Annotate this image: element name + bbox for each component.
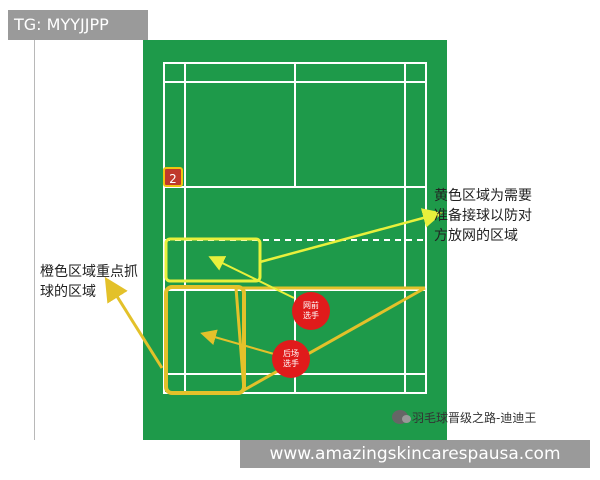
front-player-marker: 网前 选手 [292, 292, 330, 330]
watermark-text: 羽毛球晋级之路-迪迪王 [412, 410, 537, 425]
watermark: 羽毛球晋级之路-迪迪王 [392, 408, 536, 426]
orange-zone-annotation: 橙色区域重点抓 球的区域 [40, 264, 138, 300]
orange-zone [164, 285, 246, 395]
yellow-zone [164, 237, 262, 283]
divider [34, 40, 35, 440]
orange-arrow-back-player [200, 329, 275, 355]
yellow-zone-annotation: 黄色区域为需要 准备接球以防对 方放网的区域 [434, 188, 532, 244]
yellow-arrow-front-player [208, 256, 295, 299]
yellow-arrow-right [259, 208, 443, 264]
shuttle-trajectory [234, 286, 426, 393]
orange-arrow-left [104, 276, 164, 369]
wechat-icon [392, 410, 411, 424]
zone-number-badge: 2 [163, 167, 183, 187]
back-player-marker: 后场 选手 [272, 340, 310, 378]
tg-tag: TG: MYYJJPP [8, 10, 148, 40]
footer-url: www.amazingskincarespausa.com [240, 440, 590, 468]
